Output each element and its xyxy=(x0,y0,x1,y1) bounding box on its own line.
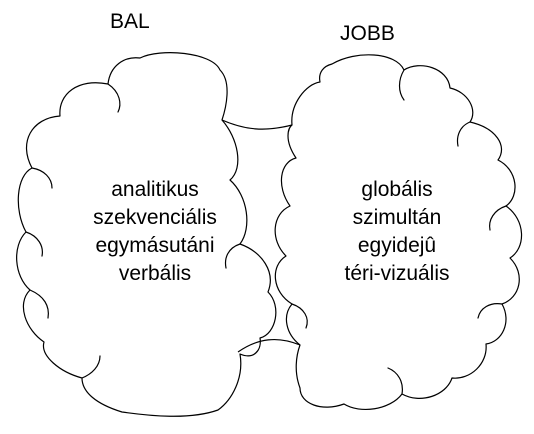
left-line-2: szekvenciális xyxy=(93,206,217,229)
left-line-1: analitikus xyxy=(111,178,199,201)
right-line-2: szimultán xyxy=(353,206,442,229)
right-line-3: egyidejû xyxy=(358,234,436,257)
left-characteristics: analitikus szekvenciális egymásutáni ver… xyxy=(93,178,217,285)
right-line-4: téri-vizuális xyxy=(344,262,449,285)
left-hemisphere-heading: BAL xyxy=(110,10,150,33)
right-characteristics: globális szimultán egyidejû téri-vizuáli… xyxy=(344,178,449,285)
right-hemisphere-heading: JOBB xyxy=(340,22,395,45)
right-line-1: globális xyxy=(361,178,432,201)
lower-connector xyxy=(237,339,301,353)
left-line-4: verbális xyxy=(119,262,191,285)
right-hemisphere xyxy=(274,54,523,411)
left-hemisphere xyxy=(16,52,277,417)
left-line-3: egymásutáni xyxy=(95,234,214,257)
upper-connector xyxy=(221,119,293,130)
